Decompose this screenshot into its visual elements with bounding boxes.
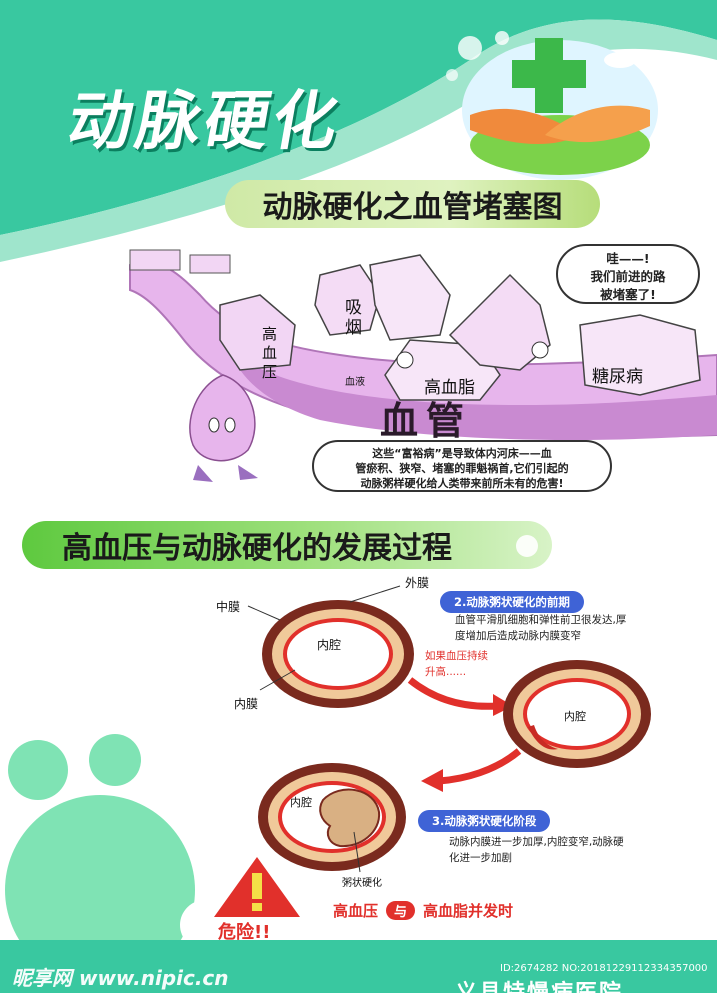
page-title: 动脉硬化: [62, 85, 348, 159]
vessel-cross-section-normal: [262, 600, 414, 708]
stage3-desc-line: 动脉内膜进一步加厚,内腔变窄,动脉硬: [449, 836, 624, 848]
middle-membrane-label: 中膜: [216, 600, 241, 614]
decorative-circles: [5, 734, 230, 960]
footer-org: 义县特慢病医院: [455, 981, 624, 1006]
bubble-bottom-line: 动脉粥样硬化给人类带来前所未有的危害!: [360, 477, 564, 490]
combo-mid-badge: 与: [386, 901, 416, 920]
pressure-note-line: 升高......: [425, 666, 467, 678]
smoking-label: 吸 烟: [345, 298, 362, 338]
bubble-top-line: 我们前进的路: [590, 269, 666, 284]
header-background: [0, 0, 717, 263]
lumen-label-2: 内腔: [564, 710, 586, 723]
bubble-top-line: 哇——!: [606, 251, 650, 266]
progression-arrow-icon: [421, 748, 522, 792]
diabetes-label: 糖尿病: [592, 367, 643, 387]
footer-band: [0, 940, 717, 993]
mascot-character: [189, 374, 258, 482]
blood-fluid-label: 血液: [345, 377, 365, 388]
stage2-desc-line: 血管平滑肌细胞和弹性前卫很发达,厚: [455, 614, 627, 626]
stage3-description: 动脉内膜进一步加厚,内腔变窄,动脉硬 化进一步加剧: [449, 834, 624, 866]
hypertension-label: 高 血 压: [262, 325, 278, 381]
hyperlipidemia-label: 高血脂: [424, 378, 475, 398]
stage3-tag: 3.动脉粥状硬化阶段: [418, 810, 551, 832]
blood-vessel-label: 血管: [380, 399, 473, 443]
plaque-pointer-line: [353, 831, 361, 873]
stage3-desc-line: 化进一步加剧: [449, 852, 512, 864]
footer-watermark: 昵享网 www.nipic.cn: [12, 966, 229, 990]
footer-id: ID:2674282 NO:20181229112334357000: [500, 963, 708, 974]
pill-dot-icon: [516, 535, 538, 557]
outer-membrane-label: 外膜: [405, 576, 430, 590]
pointer-lines: [247, 585, 401, 691]
combo-right-text: 高血脂并发时: [423, 902, 514, 920]
inner-membrane-label: 内膜: [234, 697, 259, 711]
plaque-label: 粥状硬化: [342, 878, 382, 889]
stage2-tag: 2.动脉粥状硬化的前期: [440, 591, 584, 613]
lumen-label-3: 内腔: [290, 796, 312, 809]
blood-vessel-illustration: [129, 249, 717, 440]
bubble-bottom-line: 管瘀积、狭窄、堵塞的罪魁祸首,它们引起的: [355, 462, 569, 475]
bubble-bottom-line: 这些“富裕病”是导致体内河床——血: [372, 447, 552, 460]
section1-heading: 动脉硬化之血管堵塞图: [225, 180, 600, 228]
stage2-description: 血管平滑肌细胞和弹性前卫很发达,厚 度增加后造成动脉内膜变窄: [455, 612, 626, 644]
pressure-note: 如果血压持续 升高......: [425, 648, 488, 680]
warning-label: 危险!!: [218, 922, 271, 943]
lumen-label-1: 内腔: [317, 638, 342, 652]
stage2-desc-line: 度增加后造成动脉内膜变窄: [455, 630, 581, 642]
progression-arrow-icon: [407, 677, 513, 716]
pressure-note-line: 如果血压持续: [425, 650, 488, 662]
vessel-cross-section-early: [503, 660, 651, 768]
vessel-cross-section-advanced: [258, 763, 406, 871]
section2-heading: 高血压与动脉硬化的发展过程: [22, 521, 552, 569]
bubble-top-line: 被堵塞了!: [600, 287, 656, 302]
combo-warning: 高血压 与 高血脂并发时: [333, 900, 513, 921]
medical-hands-logo: [446, 31, 658, 180]
combo-left-text: 高血压: [333, 902, 379, 920]
warning-icon: [214, 857, 300, 917]
speech-bubble-bottom: 这些“富裕病”是导致体内河床——血 管瘀积、狭窄、堵塞的罪魁祸首,它们引起的 动…: [312, 440, 612, 492]
speech-bubble-top: 哇——! 我们前进的路 被堵塞了!: [556, 244, 700, 304]
